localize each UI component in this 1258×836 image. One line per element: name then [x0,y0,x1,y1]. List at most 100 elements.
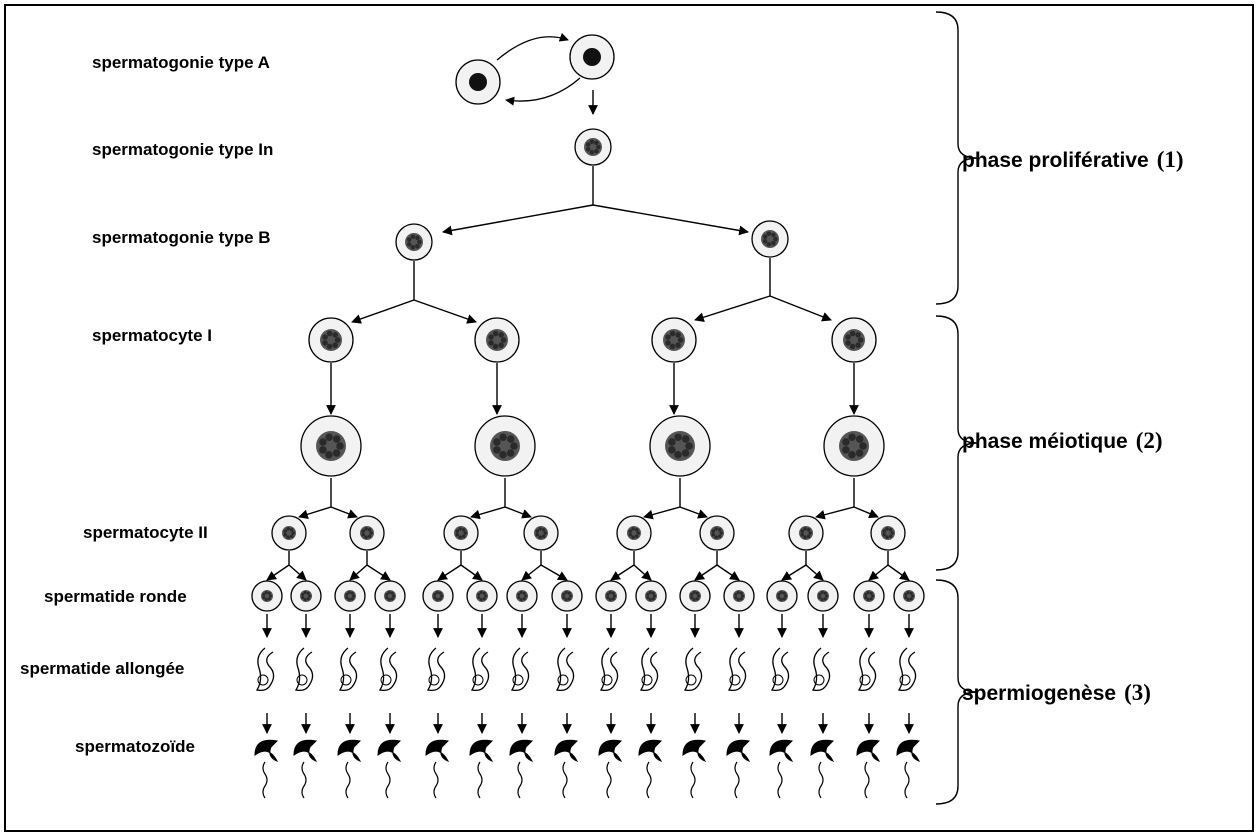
cell-spermatozoide [682,739,707,799]
chromatin-speck [646,596,650,600]
chromatin-speck [869,591,873,595]
chromatin-speck [808,531,812,535]
chromatin-speck [845,334,851,340]
spermatide-nucleus [557,674,569,686]
chromatin-speck [367,534,372,539]
chromatin-speck [739,597,743,601]
chromatin-speck [392,594,396,598]
cell-spermatide-ronde [251,580,283,612]
spermatide-outline [338,647,358,692]
spermatide-nucleus [813,674,825,686]
spermatide-outline [426,647,446,692]
chromatin-speck [361,533,365,537]
chromatin-speck [301,592,305,596]
split-meiosis-1-branch [504,506,532,519]
chromatin-speck [771,240,776,246]
split-meiosis-2-branch [805,564,824,581]
chromatin-speck [524,594,528,598]
chromatin-speck [606,596,610,600]
chromatin-speck [818,596,822,600]
chromatin-speck [519,598,523,602]
chromatin-speck [675,342,681,348]
cell-spermatide-allongee [378,647,398,692]
split-meiosis-2-branch [349,564,368,581]
cell-spermatocyte-dividing [300,415,362,477]
chromatin-speck [855,435,864,443]
chromatin-speck [326,330,333,337]
sperm-tail [385,761,391,799]
cell-spermatozoide [598,739,623,799]
chromatin-speck [741,594,745,598]
chromatin-speck [332,332,338,338]
split-meiosis-1-branch [815,506,855,520]
chromatin-speck [264,590,268,594]
cell-spermatide-ronde [807,580,839,612]
chromatin-speck [882,533,886,537]
sperm-tail [606,761,612,799]
sperm-head [293,739,318,762]
cell-spermatozoide [769,739,794,799]
cell-spermatide-allongee [639,647,659,692]
chromatin-speck [506,435,515,443]
chromatin-speck [506,449,515,457]
chromatin-speck [855,332,861,338]
chromatin-speck [562,592,566,596]
spermatide-outline [555,647,575,692]
cell-spermatocyte-ii [443,515,479,551]
spermatide-outline [378,647,398,692]
sperm-tail [433,761,439,799]
chromatin-speck [714,535,718,539]
chromatin-speck [904,592,908,596]
chromatin-speck [589,139,595,144]
chromatin-speck [538,535,542,539]
chromatin-speck [803,535,807,539]
sperm-head [554,739,579,762]
chromatin-speck [461,528,466,532]
split-meiosis-2-branch [633,564,652,581]
chromatin-speck [482,597,486,601]
cell-spermatogonie-a [569,34,615,80]
chromatin-speck [438,591,442,595]
chromatin-speck [674,451,682,459]
brace-spermiogenese [935,579,978,805]
cell-spermatozoide [293,739,318,799]
chromatin-speck [541,534,546,539]
sperm-head [682,739,707,762]
chromatin-speck [606,592,610,596]
cell-spermatide-allongee [683,647,703,692]
chromatin-speck [665,340,671,346]
chromatin-speck [675,332,681,338]
cell-spermatozoide [856,739,881,799]
chromatin-speck [325,451,333,459]
cell-spermatide-ronde [506,580,538,612]
sperm-head [726,739,751,762]
chromatin-speck [608,598,612,602]
split-meiosis-2-branch [266,564,290,581]
chromatin-speck [283,529,287,533]
chromatin-speck [823,597,827,601]
cell-spermatocyte-ii [870,515,906,551]
split-meiosis-1-branch [643,506,681,520]
chromatin-speck [589,150,595,155]
chromatin-speck [777,592,781,596]
chromatin-speck [692,598,696,602]
spermatide-outline [683,647,703,692]
chromatin-speck [674,433,682,441]
cell-spermatide-ronde [723,580,755,612]
chromatin-speck [286,527,290,531]
chromatin-speck [336,442,344,450]
chromatin-speck [455,533,459,537]
chromatin-speck [864,596,868,600]
phase-number: (2) [1135,428,1163,453]
cell-spermatide-ronde [766,580,798,612]
cell-spermatide-ronde [422,580,454,612]
chromatin-speck [562,596,566,600]
phase-name: phase proliférative [962,149,1149,172]
chromatin-speck [631,527,635,531]
chromatin-speck [885,535,889,539]
chromatin-speck [269,594,273,598]
cell-spermatide-allongee [727,647,747,692]
chromatin-speck [458,527,462,531]
cell-spermatide-ronde [551,580,583,612]
chromatin-speck [608,590,612,594]
